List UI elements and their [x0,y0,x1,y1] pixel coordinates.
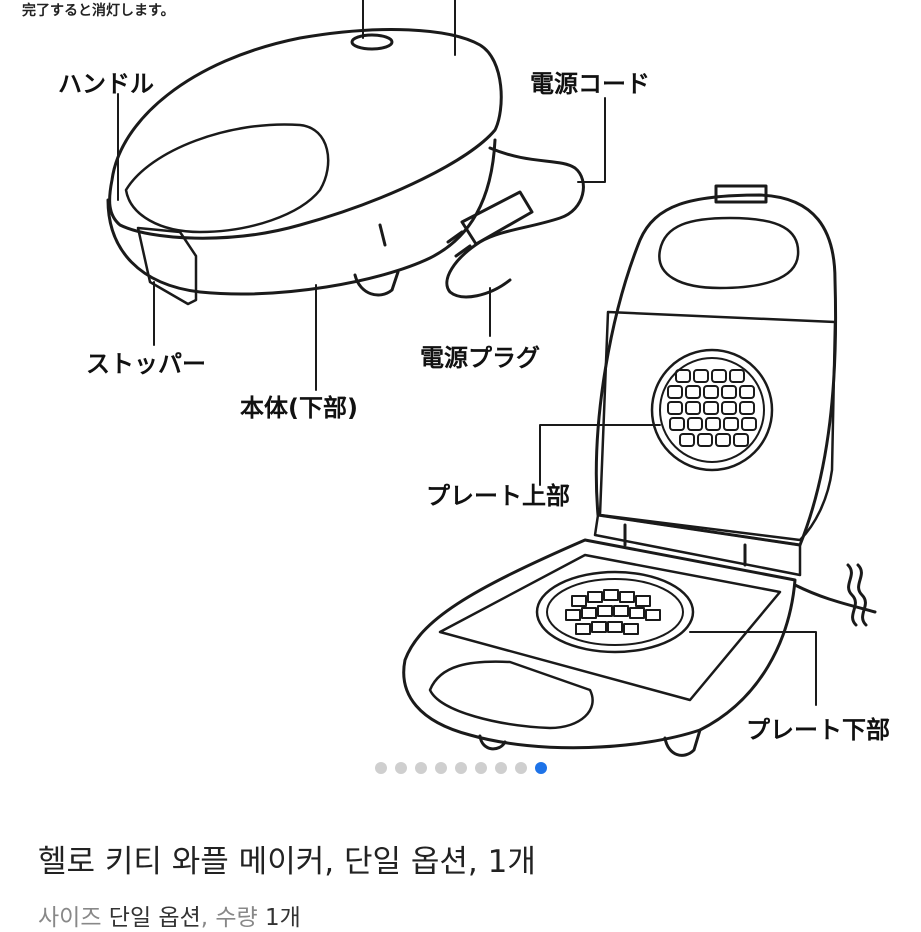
label-body-lower: 本体(下部) [240,394,358,422]
quantity-label: 수량 [215,905,258,931]
carousel-dot[interactable] [434,762,447,774]
carousel-dot[interactable] [494,762,507,774]
label-plate-lower: プレート下部 [746,716,890,744]
label-handle: ハンドル [58,70,154,98]
product-title: 헬로 키티 와플 메이커, 단일 옵션, 1개 [38,844,536,880]
size-value: 단일 옵션 [108,905,201,931]
label-stopper: ストッパー [86,350,206,378]
carousel-dot[interactable] [394,762,407,774]
carousel-dot[interactable] [454,762,467,774]
carousel-dot[interactable] [474,762,487,774]
label-power-plug: 電源プラグ [420,344,540,372]
quantity-value: 1개 [265,905,301,931]
label-plate-upper: プレート上部 [426,482,570,510]
product-options: 사이즈 단일 옵션, 수량 1개 [38,905,301,931]
carousel-dot[interactable] [534,762,547,774]
size-label: 사이즈 [38,905,102,931]
waffle-maker-diagram [106,0,877,757]
carousel-indicator [0,760,921,776]
product-image[interactable]: 完了すると消灯します。 ハンドル 電源コード ストッパー 電源プラグ 本体(下部… [0,0,921,790]
carousel-dot[interactable] [414,762,427,774]
carousel-dot[interactable] [514,762,527,774]
label-power-cord: 電源コード [530,70,650,98]
top-note: 完了すると消灯します。 [22,3,175,19]
carousel-dot[interactable] [374,762,387,774]
